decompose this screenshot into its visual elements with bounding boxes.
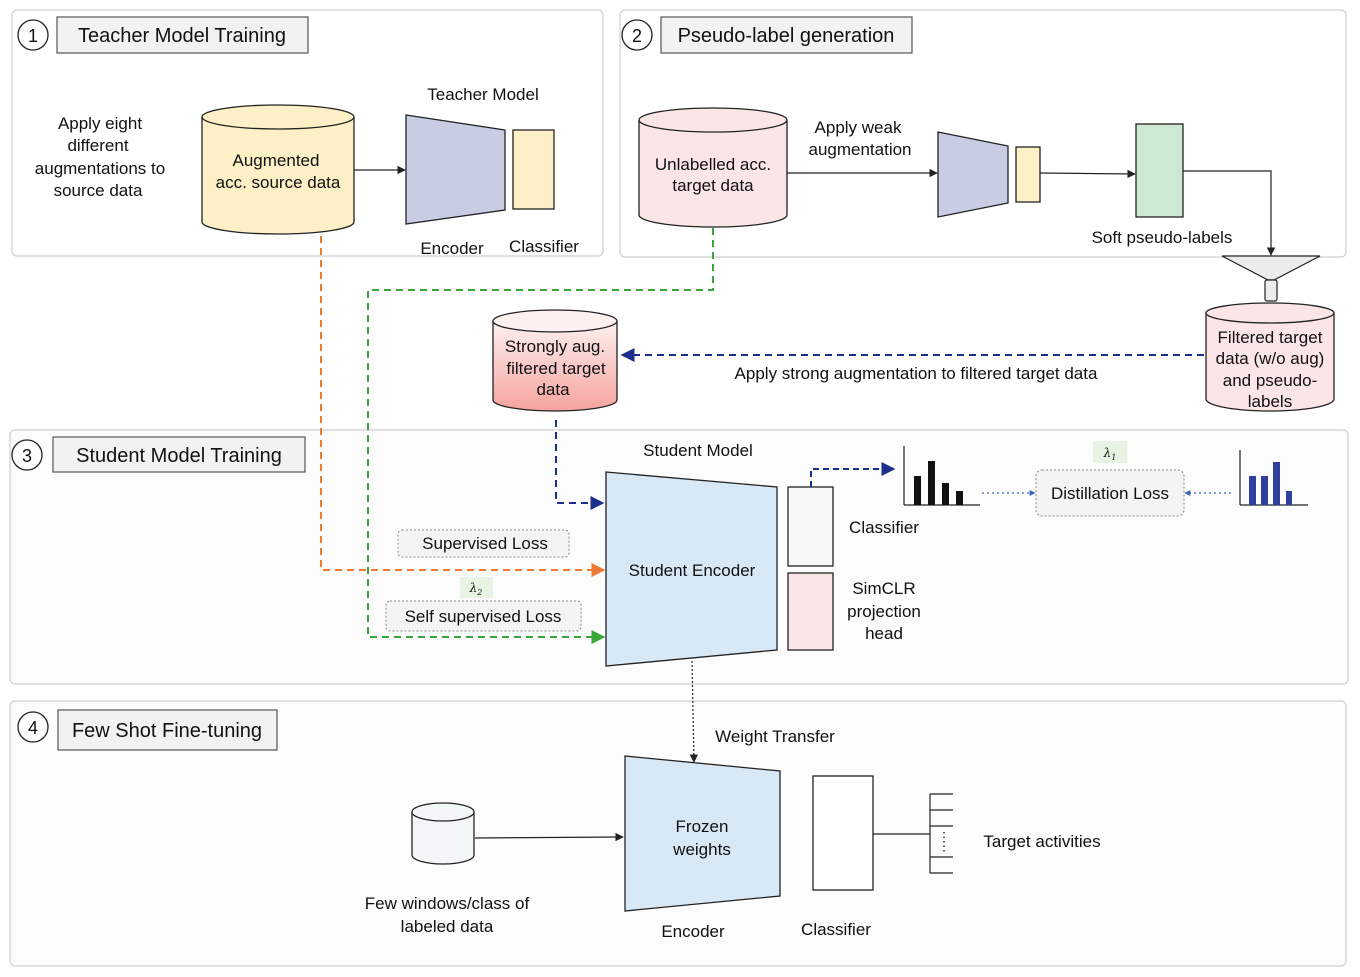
pseudo-teacher-encoder-shape (937, 131, 1009, 218)
lambda2-badge (460, 577, 493, 598)
supervised-path-arrow (320, 236, 606, 577)
few-shot-db (411, 802, 475, 865)
filtered-target-db: Filtered target data (w/o aug) and pseud… (1205, 302, 1335, 412)
section-3-title-box (52, 436, 306, 473)
finetune-encoder-label: Encoder (661, 922, 725, 941)
step-2-circle (621, 19, 653, 51)
distillation-loss-box (1035, 469, 1185, 517)
supervised-loss-label: Supervised Loss (422, 534, 548, 553)
weak-aug-line-2: augmentation (808, 140, 911, 159)
pseudo-label-histogram (1239, 450, 1308, 506)
self-supervised-loss-box (385, 600, 582, 632)
finetune-classifier-label: Classifier (801, 920, 871, 939)
simclr-line-3: head (865, 624, 903, 643)
teacher-model-title: Teacher Model (427, 85, 539, 104)
finetune-classifier-box (812, 775, 874, 891)
student-model-title: Student Model (643, 441, 753, 460)
step-2-number: 2 (632, 26, 642, 46)
unlabelled-target-db: Unlabelled acc. target data (638, 107, 788, 228)
strong-aug-label: Apply strong augmentation to filtered ta… (735, 364, 1098, 383)
teacher-note-line-4: source data (54, 181, 143, 200)
student-output-histogram (903, 446, 980, 506)
step-1-number: 1 (28, 26, 38, 46)
strong-data-to-student-arrow (555, 420, 605, 510)
teacher-note-line-2: different (67, 136, 128, 155)
step-4-number: 4 (28, 718, 38, 738)
teacher-classifier-label: Classifier (509, 237, 579, 256)
filter-funnel-icon (1221, 255, 1321, 302)
section-3-header: 3 Student Model Training (11, 436, 306, 473)
section-2-title: Pseudo-label generation (678, 25, 895, 47)
simclr-line-1: SimCLR (852, 579, 915, 598)
filtered-target-db-line-1: Filtered target (1218, 328, 1323, 347)
unlabelled-target-db-line-1: Unlabelled acc. (655, 155, 771, 174)
pseudo-teacher-classifier-box (1015, 146, 1041, 203)
weight-transfer-arrow (689, 660, 699, 763)
strongly-aug-db-line-3: data (536, 380, 570, 399)
lambda1-badge (1093, 441, 1127, 463)
weak-aug-line-1: Apply weak (815, 118, 902, 137)
step-3-circle (11, 439, 43, 471)
strongly-aug-db: Strongly aug. filtered target data (492, 309, 618, 412)
classifier-to-histogram-arrow (810, 462, 896, 487)
augmented-source-db-line-2: acc. source data (216, 173, 341, 192)
augmented-source-db: Augmented acc. source data (201, 104, 355, 235)
filtered-target-db-line-4: labels (1248, 392, 1292, 411)
teacher-classifier-box (512, 129, 555, 210)
augmented-source-db-line-1: Augmented (233, 151, 320, 170)
classifier-to-soft-labels-arrow (1039, 169, 1136, 179)
simclr-line-2: projection (847, 602, 921, 621)
section-1-header: 1 Teacher Model Training (17, 16, 309, 54)
teacher-encoder-shape (405, 114, 506, 225)
frozen-line-2: weights (672, 840, 731, 859)
filtered-target-db-line-3: and pseudo- (1223, 371, 1318, 390)
section-3-title: Student Model Training (76, 445, 282, 467)
teacher-note-line-1: Apply eight (58, 114, 142, 133)
supervised-loss-box (397, 529, 570, 558)
few-shot-db-line-1: Few windows/class of (365, 894, 530, 913)
soft-labels-to-filter-arrow (1183, 170, 1276, 256)
output-activities-icon (929, 793, 953, 874)
strongly-aug-db-line-2: filtered target (506, 359, 605, 378)
section-1-title-box (56, 16, 309, 54)
section-2-header: 2 Pseudo-label generation (621, 16, 913, 54)
teacher-note-line-3: augmentations to (35, 159, 165, 178)
soft-pseudo-labels-label: Soft pseudo-labels (1092, 228, 1233, 247)
frozen-line-1: Frozen (676, 817, 729, 836)
step-3-number: 3 (22, 446, 32, 466)
section-4-title: Few Shot Fine-tuning (72, 720, 262, 742)
teacher-encoder-label: Encoder (420, 239, 484, 258)
self-supervised-loss-label: Self supervised Loss (405, 607, 562, 626)
section-4-title-box (57, 709, 278, 751)
filtered-target-db-line-2: data (w/o aug) (1216, 349, 1325, 368)
weight-transfer-label: Weight Transfer (715, 727, 835, 746)
section-4-header: 4 Few Shot Fine-tuning (17, 709, 278, 751)
step-4-circle (17, 711, 49, 743)
self-supervised-path-arrow (367, 228, 714, 644)
strongly-aug-db-line-1: Strongly aug. (505, 337, 605, 356)
unlabelled-target-db-line-2: target data (672, 176, 754, 195)
simclr-projection-box (787, 572, 834, 651)
student-classifier-label: Classifier (849, 518, 919, 537)
distillation-loss-label: Distillation Loss (1051, 484, 1169, 503)
student-classifier-box (787, 486, 834, 567)
teacher-note: Apply eight different augmentations to s… (35, 114, 165, 200)
step-1-circle (17, 19, 49, 51)
student-encoder-shape (605, 471, 778, 667)
few-shot-db-line-2: labeled data (401, 917, 494, 936)
section-2-title-box (660, 16, 913, 54)
student-encoder-label: Student Encoder (629, 561, 756, 580)
target-activities-label: Target activities (983, 832, 1100, 851)
section-1-title: Teacher Model Training (78, 25, 286, 47)
soft-pseudo-labels-box (1135, 123, 1184, 218)
data-to-frozen-encoder-arrow (474, 832, 624, 842)
frozen-encoder-shape (624, 755, 781, 912)
